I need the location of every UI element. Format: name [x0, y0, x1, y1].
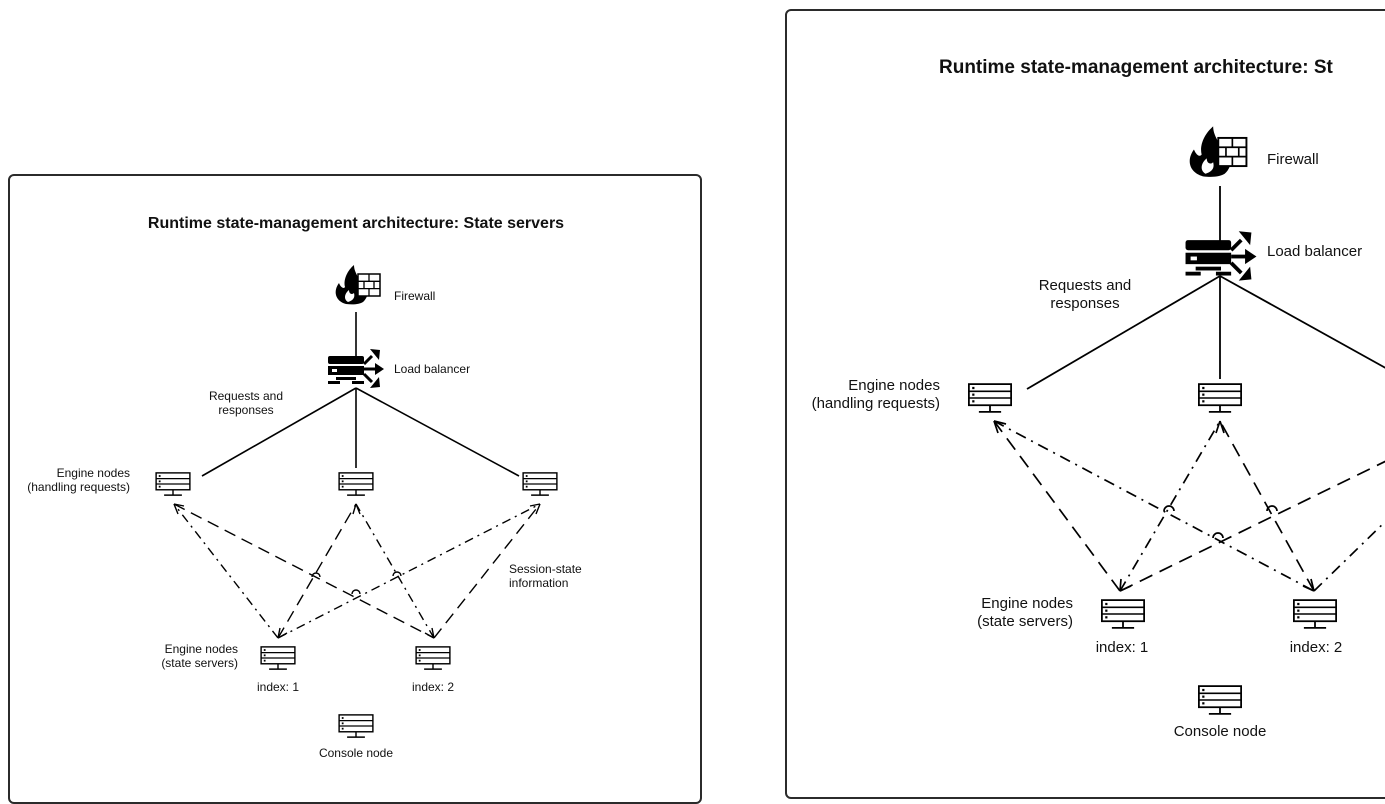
diagram-title: Runtime state-management architecture: S… [147, 215, 565, 232]
lb-engine-link-3 [355, 387, 520, 477]
server-icon [338, 714, 374, 738]
lb-engine-link-3 [1219, 275, 1385, 369]
index-1-label: index: 1 [256, 680, 300, 694]
load-balancer-label: Load balancer [394, 362, 471, 376]
server-icon [1100, 599, 1146, 629]
server-icon [967, 383, 1013, 413]
state-link-dashed [993, 420, 1121, 592]
server-icon [1197, 685, 1243, 715]
server-icon [338, 472, 374, 496]
requests-label: Requests and responses [1038, 277, 1132, 312]
firewall-icon [334, 264, 381, 306]
lb-engine-link-1 [201, 387, 357, 477]
diagram-panel-zoomed: Runtime state-management architecture: S… [785, 9, 1385, 799]
state-link-dashdot [355, 503, 435, 639]
load-balancer-label: Load balancer [1267, 243, 1363, 260]
state-link-dashed [1219, 420, 1315, 592]
requests-label: Requests and responses [208, 389, 284, 418]
state-link-dashdot [993, 420, 1315, 592]
state-link-dashed [1119, 460, 1385, 592]
session-state-label: Session-state information [509, 562, 582, 591]
console-node-label: Console node [318, 746, 394, 760]
index-1-label: index: 1 [1095, 639, 1149, 656]
firewall-icon [1188, 125, 1248, 178]
state-link-dashed [433, 503, 541, 639]
diagram-canvas-zoomed [967, 125, 1385, 715]
load-balancer-icon [1183, 229, 1259, 281]
state-link-dashdot [277, 503, 541, 639]
state-link-dashdot [1119, 420, 1221, 592]
index-2-label: index: 2 [411, 680, 455, 694]
server-icon [522, 472, 558, 496]
server-icon [1197, 383, 1243, 413]
state-link-dashed [173, 503, 435, 639]
server-icon [415, 646, 451, 670]
engine-nodes-requests-label: Engine nodes (handling requests) [27, 466, 130, 495]
diagram-panel-full: Runtime state-management architecture: S… [8, 174, 702, 804]
index-2-label: index: 2 [1289, 639, 1343, 656]
lb-engine-link-1 [1026, 275, 1221, 390]
engine-nodes-state-label: Engine nodes (state servers) [977, 595, 1073, 630]
state-link-dashdot [1313, 520, 1385, 592]
state-link-dashdot [173, 503, 279, 639]
diagram-title: Runtime state-management architecture: S… [939, 57, 1333, 78]
engine-nodes-state-label: Engine nodes (state servers) [161, 642, 238, 671]
diagram-canvas [155, 264, 558, 738]
console-node-label: Console node [1173, 723, 1267, 740]
server-icon [1292, 599, 1338, 629]
firewall-label: Firewall [1267, 151, 1319, 168]
engine-nodes-requests-label: Engine nodes (handling requests) [811, 377, 940, 412]
server-icon [155, 472, 191, 496]
firewall-label: Firewall [394, 289, 436, 303]
server-icon [260, 646, 296, 670]
state-link-dashed [277, 503, 357, 639]
